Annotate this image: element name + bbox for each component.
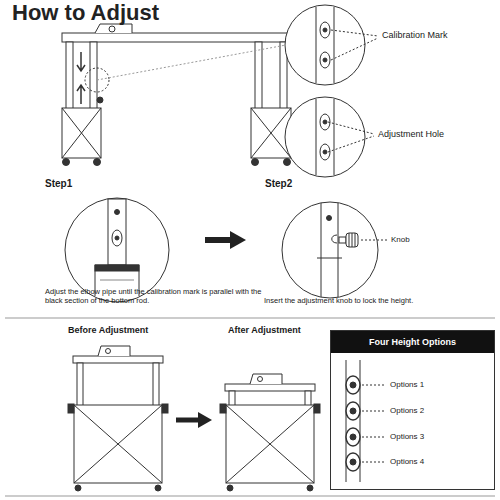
- callout-label: Knob: [391, 235, 410, 245]
- step2-detail: [282, 202, 388, 298]
- table-drawing: [62, 24, 292, 166]
- before-table: [68, 346, 168, 491]
- options-panel: Four Height Options: [330, 330, 495, 490]
- option-label: Options 3: [390, 432, 424, 442]
- option-label: Options 2: [390, 406, 424, 416]
- callout-label: Adjustment Hole: [378, 129, 444, 140]
- adjust-arrow: [176, 418, 200, 423]
- after-table: [220, 374, 320, 491]
- step-heading: Step1: [45, 178, 72, 190]
- step-description: Insert the adjustment knob to lock the h…: [264, 296, 489, 305]
- height-options-tube: [346, 360, 385, 482]
- step-arrow: [205, 237, 232, 243]
- panel-header: Four Height Options: [331, 331, 494, 353]
- section-heading: After Adjustment: [228, 325, 301, 336]
- step-description: Adjust the elbow pipe until the calibrat…: [45, 287, 265, 305]
- section-heading: Before Adjustment: [68, 325, 148, 336]
- option-label: Options 1: [390, 380, 424, 390]
- callout-label: Calibration Mark: [382, 30, 448, 41]
- adjust-arrow-head: [198, 412, 212, 428]
- bottom-rule: [5, 496, 495, 497]
- option-label: Options 4: [390, 457, 424, 467]
- step-arrow-head: [230, 231, 246, 249]
- step1-detail: [65, 198, 169, 302]
- zoom-circles: [97, 5, 378, 177]
- separator: [5, 318, 495, 319]
- page-title: How to Adjust: [12, 0, 159, 26]
- step-heading: Step2: [265, 178, 292, 190]
